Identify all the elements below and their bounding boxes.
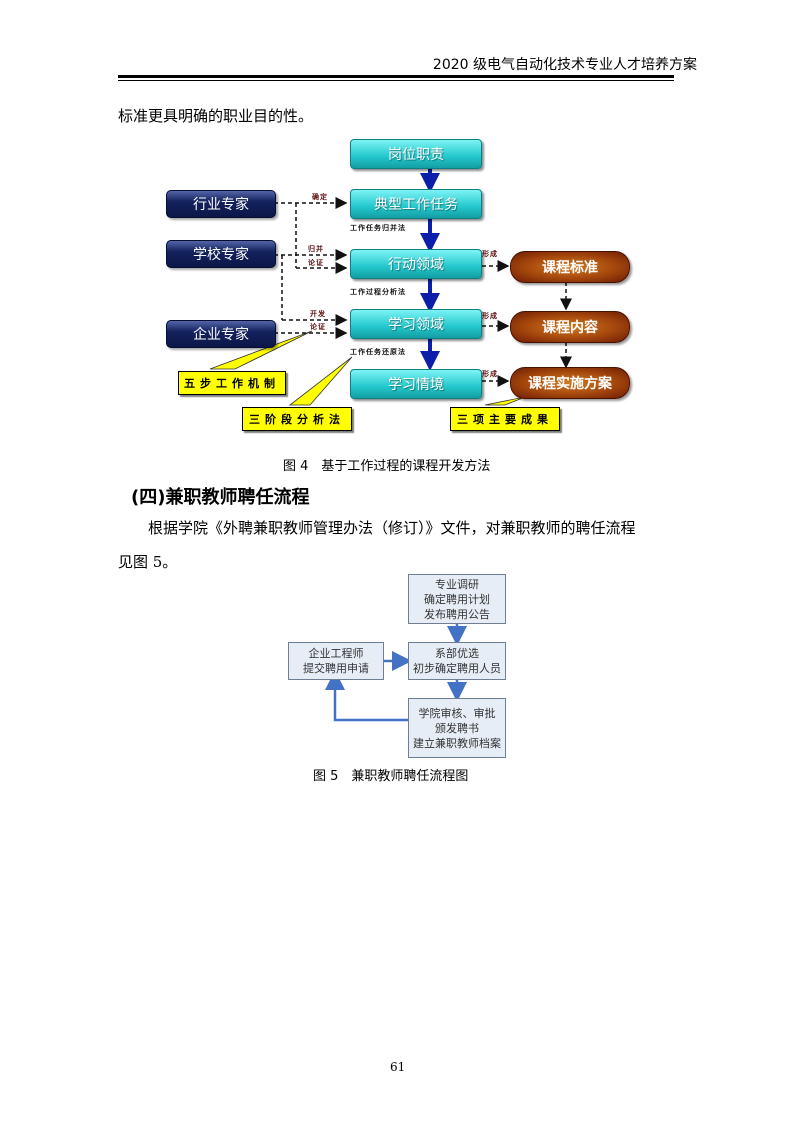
edge-label-develop: 开发 — [310, 310, 326, 318]
flow-text: 建立兼职教师档案 — [413, 736, 501, 750]
expert-box-industry: 行业专家 — [166, 190, 276, 218]
chain-box-job-duty: 岗位职责 — [350, 139, 482, 169]
figure-5-caption: 图 5 兼职教师聘任流程图 — [313, 769, 469, 784]
chain-box-action-field: 行动领域 — [350, 249, 482, 279]
outcome-box-course-standard: 课程标准 — [510, 251, 630, 283]
header-rule-thick — [118, 75, 674, 78]
flow-text: 企业工程师 — [308, 647, 364, 660]
method-label-task-merge: 工作任务归并法 — [350, 224, 406, 232]
flow-box-college-approve: 学院审核、审批 颁发聘书 建立兼职教师档案 — [408, 698, 506, 758]
flow-text: 学院审核、审批 — [418, 706, 496, 720]
document-header-title: 2020 级电气自动化技术专业人才培养方案 — [432, 57, 697, 73]
edge-label-demonstrate-1: 论证 — [308, 259, 324, 267]
edge-label-form-1: 形成 — [482, 250, 498, 258]
callout-three-main-outcomes: 三项主要成果 — [450, 407, 560, 431]
expert-connectors — [274, 197, 572, 387]
edge-label-form-3: 形成 — [482, 370, 498, 378]
expert-box-school: 学校专家 — [166, 240, 276, 268]
method-label-process-analysis: 工作过程分析法 — [350, 288, 406, 296]
flow-box-department-select: 系部优选 初步确定聘用人员 — [408, 642, 506, 680]
arrow-approve-to-apply — [325, 670, 408, 722]
outcome-box-implementation-plan: 课程实施方案 — [510, 367, 630, 399]
flow-text: 发布聘用公告 — [424, 607, 490, 621]
edge-label-form-2: 形成 — [482, 312, 498, 320]
flow-text: 提交聘用申请 — [303, 662, 369, 675]
callout-three-stage-analysis: 三阶段分析法 — [242, 407, 352, 431]
figure-5-arrows — [325, 623, 467, 722]
flow-box-research-plan: 专业调研 确定聘用计划 发布聘用公告 — [408, 574, 506, 624]
header-rule-thin — [118, 80, 674, 81]
edge-label-merge: 归并 — [308, 245, 324, 253]
flow-text: 颁发聘书 — [435, 721, 479, 735]
section-body-line-2: 见图 5。 — [118, 553, 178, 571]
edge-label-determine: 确定 — [312, 193, 328, 201]
flow-text: 专业调研 — [435, 577, 479, 591]
edge-label-demonstrate-2: 论证 — [310, 323, 326, 331]
intro-paragraph: 标准更具明确的职业目的性。 — [118, 107, 314, 125]
outcome-box-course-content: 课程内容 — [510, 311, 630, 343]
chain-box-typical-task: 典型工作任务 — [350, 189, 482, 219]
callout-five-step-mechanism: 五步工作机制 — [178, 371, 286, 395]
flow-text: 初步确定聘用人员 — [413, 662, 501, 675]
page-number: 61 — [390, 1060, 406, 1074]
chain-box-learning-field: 学习领域 — [350, 309, 482, 339]
chain-box-learning-situation: 学习情境 — [350, 369, 482, 399]
section-heading: (四)兼职教师聘任流程 — [131, 487, 310, 508]
figure-5-hiring-flowchart: 专业调研 确定聘用计划 发布聘用公告 企业工程师 提交聘用申请 系部优选 初步确… — [280, 570, 520, 760]
flow-box-engineer-apply: 企业工程师 提交聘用申请 — [288, 642, 384, 680]
section-body-line-1: 根据学院《外聘兼职教师管理办法（修订）》文件，对兼职教师的聘任流程 — [148, 519, 636, 537]
expert-box-enterprise: 企业专家 — [166, 320, 276, 348]
callout-pointers — [209, 330, 526, 406]
flow-text: 系部优选 — [435, 647, 479, 660]
figure-4-course-development-diagram: 岗位职责 典型工作任务 行动领域 学习领域 学习情境 行业专家 学校专家 企业专… — [160, 135, 640, 440]
figure-4-caption: 图 4 基于工作过程的课程开发方法 — [283, 459, 491, 474]
figure-4-connectors — [209, 165, 572, 406]
method-label-task-restore: 工作任务还原法 — [350, 348, 406, 356]
flow-text: 确定聘用计划 — [424, 592, 490, 606]
